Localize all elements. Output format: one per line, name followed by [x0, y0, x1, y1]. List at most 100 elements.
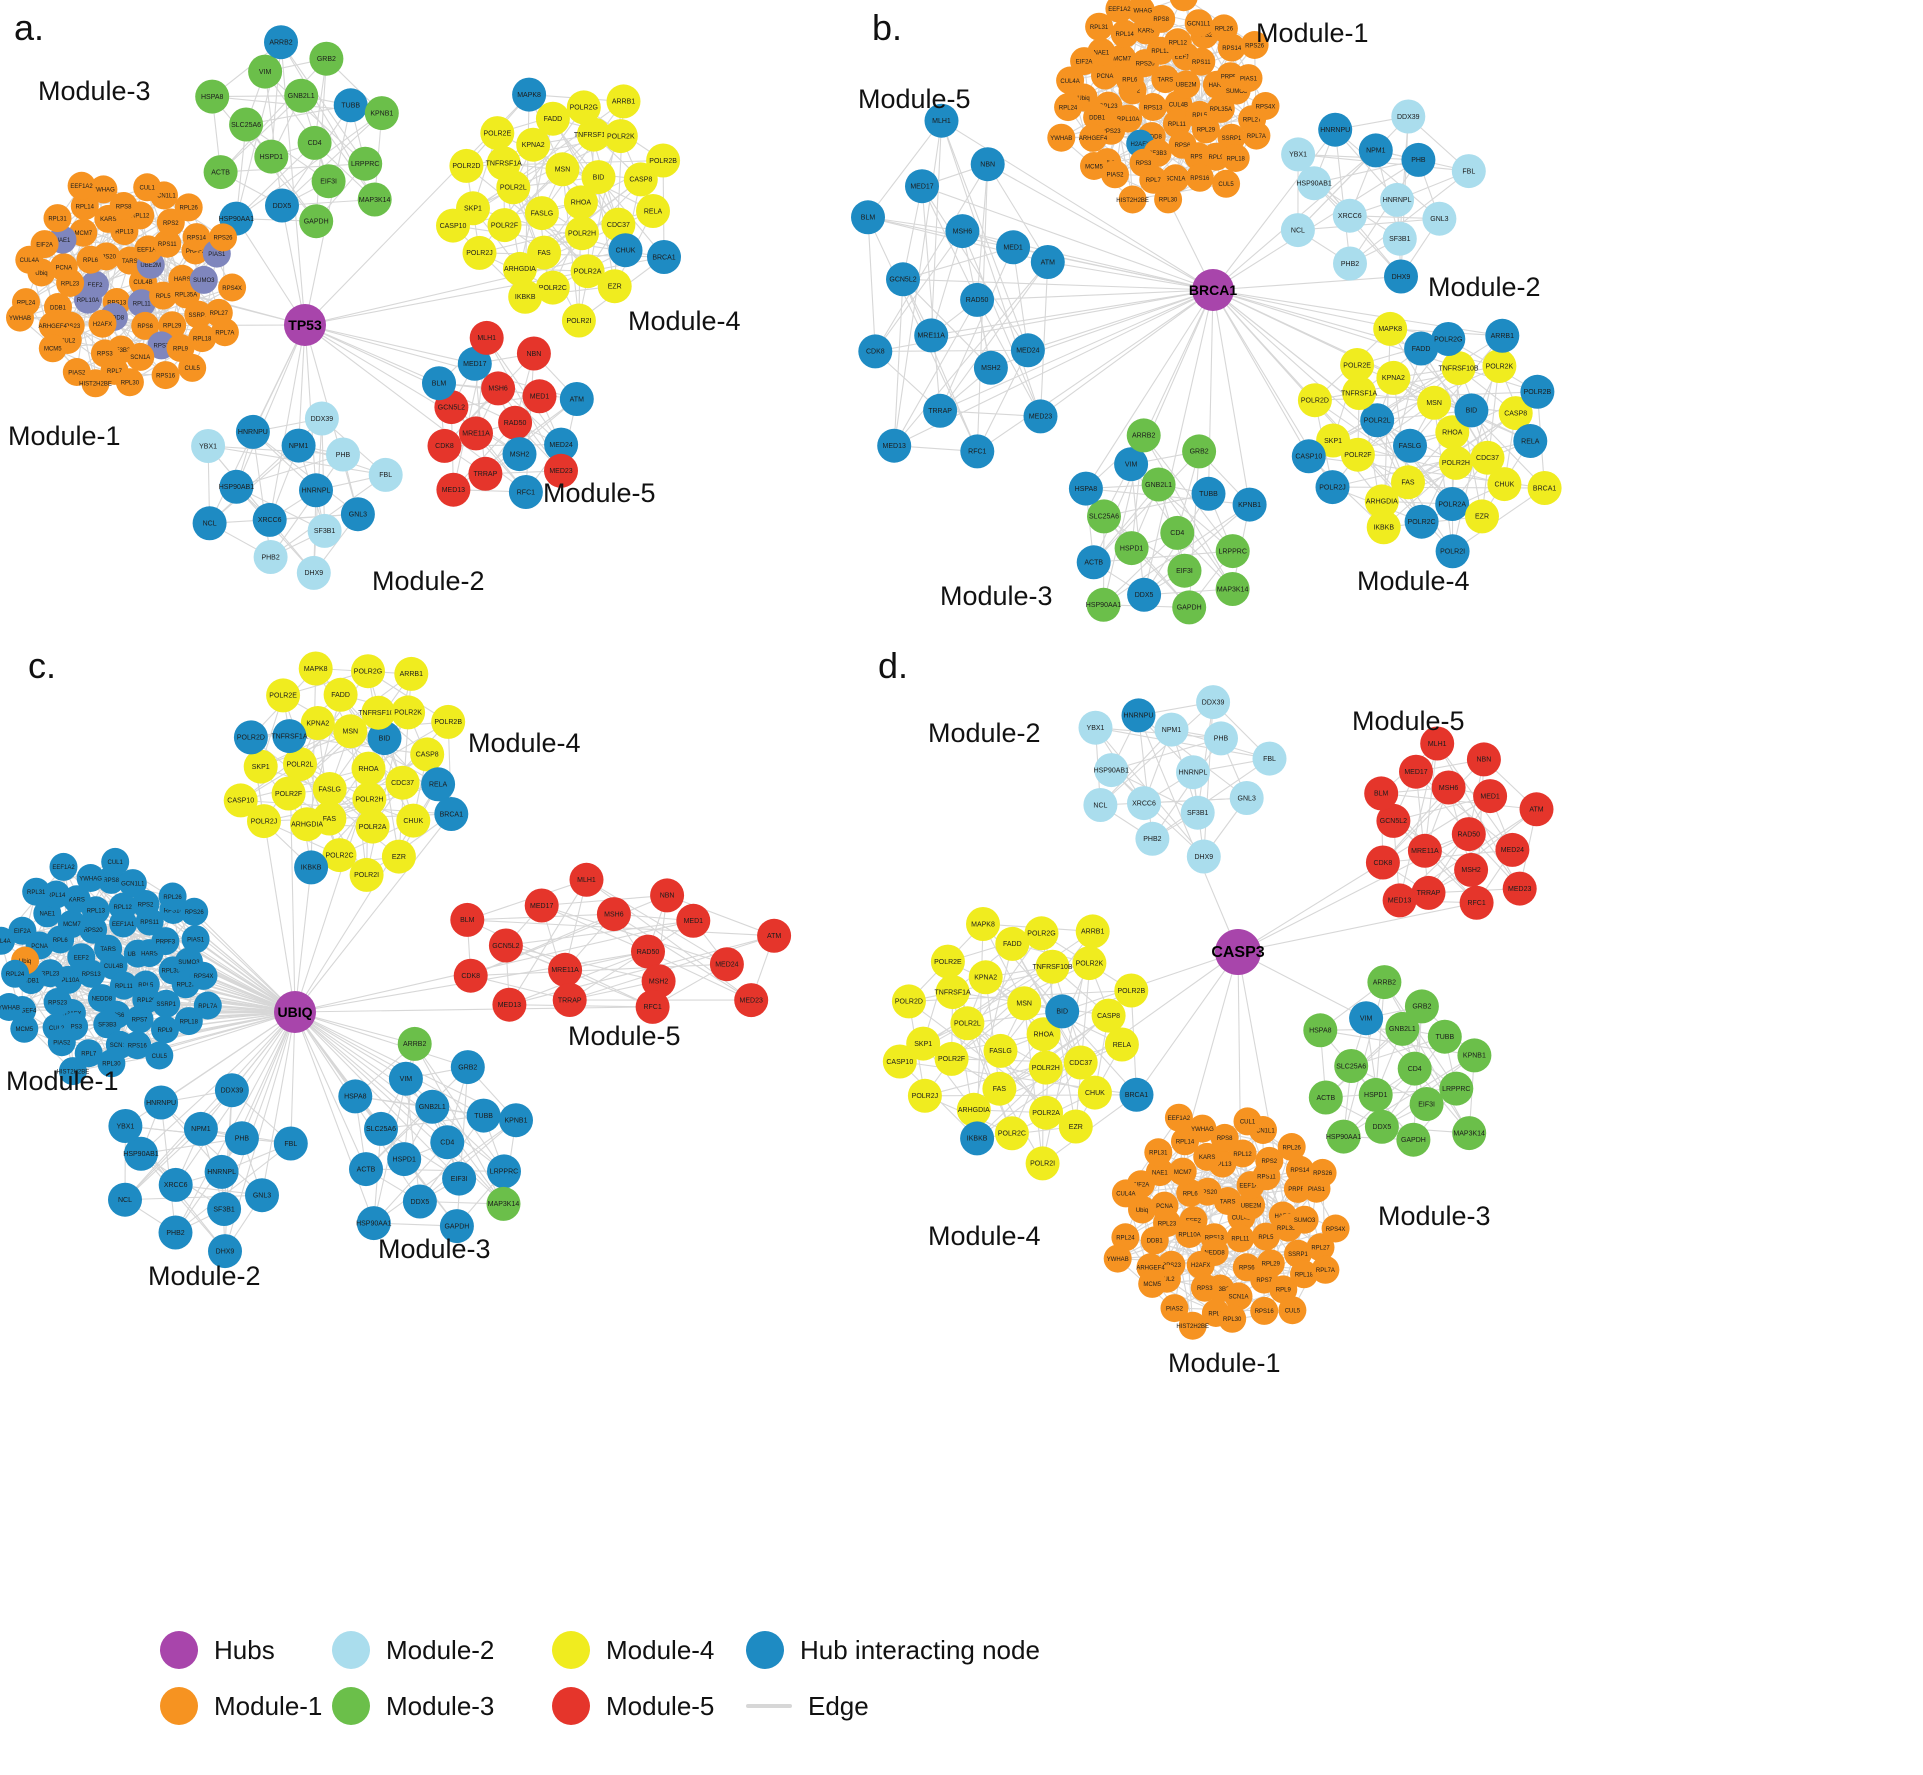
gene-node — [601, 207, 636, 242]
gene-label: CUL1 — [1176, 0, 1192, 2]
edge — [261, 1011, 296, 1196]
legend-label-hubs: Hubs — [214, 1634, 275, 1665]
gene-label: POLR2K — [394, 710, 422, 717]
gene-node — [436, 208, 470, 243]
gene-node — [284, 78, 319, 113]
gene-label: POLR2C — [1408, 519, 1436, 526]
gene-node — [1315, 470, 1350, 505]
gene-node — [245, 1178, 279, 1213]
nodes-layer: RAD50MRE11AMSH6MSH2GCN5L2MED1TRRAPMED17M… — [851, 0, 1562, 625]
gene-node — [326, 437, 360, 472]
edge — [508, 879, 587, 1005]
gene-label: RHOA — [1033, 1032, 1054, 1039]
edge — [1047, 261, 1214, 291]
gene-label: POLR2A — [1438, 501, 1466, 508]
gene-label: ARRB1 — [400, 671, 423, 678]
gene-label: GAPDH — [1401, 1137, 1426, 1144]
gene-label: RPL12 — [114, 905, 133, 911]
gene-label: RPS20 — [1136, 61, 1156, 67]
gene-node — [527, 235, 562, 270]
gene-label: TARS — [1220, 1199, 1236, 1205]
gene-label: RPS8 — [1217, 1136, 1233, 1142]
gene-label: UBE2M — [140, 263, 161, 269]
gene-label: FAS — [993, 1086, 1007, 1093]
gene-label: CUL2 — [1159, 1277, 1175, 1283]
gene-label: EEF1A1 — [137, 248, 160, 254]
gene-label: RPL29 — [163, 324, 182, 330]
edge — [1382, 759, 1485, 863]
edge — [666, 894, 775, 937]
gene-node — [1091, 998, 1126, 1033]
gene-label: MAP3K14 — [1453, 1130, 1485, 1137]
gene-node — [351, 654, 385, 689]
gene-node — [1161, 164, 1190, 193]
gene-node — [469, 320, 504, 355]
gene-label: XRCC6 — [1338, 213, 1362, 220]
edge — [1409, 335, 1503, 447]
gene-label: MED24 — [715, 962, 738, 969]
hub-label: CASP3 — [1211, 944, 1264, 961]
gene-label: VIM — [1125, 462, 1138, 469]
gene-node — [492, 987, 527, 1022]
gene-label: CHUK — [616, 248, 636, 255]
gene-node — [522, 379, 557, 414]
gene-label: POLR2A — [359, 824, 387, 831]
gene-label: EEF1A2 — [1168, 1116, 1191, 1122]
gene-label: RHOA — [1442, 430, 1463, 437]
gene-label: PHB — [336, 452, 351, 459]
gene-label: RPL6 — [53, 938, 69, 944]
gene-label: RELA — [429, 782, 448, 789]
gene-label: RPL23 — [1099, 104, 1118, 110]
gene-node — [266, 678, 301, 713]
legend-item-module4: Module-4 — [552, 1630, 746, 1670]
gene-node — [1115, 65, 1144, 94]
gene-label: DHX9 — [1392, 274, 1411, 281]
gene-label: RPS7 — [132, 1018, 148, 1024]
gene-label: YWHAG — [1191, 1127, 1214, 1133]
gene-node — [1030, 245, 1065, 279]
gene-label: SSRP1 — [1222, 136, 1242, 142]
gene-label: KARS — [1199, 1155, 1215, 1161]
gene-label: RPL18 — [193, 336, 212, 342]
gene-label: RPL9 — [173, 346, 189, 352]
module-label: Module-5 — [858, 84, 971, 114]
gene-node — [1242, 121, 1271, 150]
edge — [444, 444, 562, 447]
gene-node — [1321, 1214, 1350, 1243]
gene-label: BRCA1 — [1125, 1092, 1148, 1099]
gene-label: BRCA1 — [440, 811, 463, 818]
gene-node — [966, 907, 1000, 941]
legend-column-2: Module-2 Module-3 — [332, 1630, 552, 1726]
gene-node — [299, 204, 334, 239]
gene-label: RPL7A — [215, 331, 234, 337]
gene-label: POLR2I — [566, 318, 591, 325]
gene-label: CDC37 — [1069, 1060, 1092, 1067]
edge — [160, 1102, 177, 1233]
gene-label: POLR2J — [251, 818, 277, 825]
gene-node — [1118, 185, 1147, 214]
gene-node — [1466, 742, 1501, 777]
gene-label: RPL11 — [115, 984, 134, 990]
gene-label: FBL — [1462, 168, 1475, 175]
gene-label: CUL4A — [0, 939, 11, 945]
gene-node — [1303, 1013, 1338, 1048]
gene-node — [1126, 418, 1161, 453]
gene-label: MAP3K14 — [359, 197, 391, 204]
gene-label: DDX5 — [273, 203, 292, 210]
gene-label: RPS26 — [185, 910, 205, 916]
edge — [902, 278, 1214, 291]
gene-node — [1111, 1179, 1140, 1208]
gene-node — [1075, 914, 1110, 949]
module-label: Module-4 — [628, 306, 741, 336]
gene-node — [1519, 792, 1554, 827]
gene-label: GNB2L1 — [1389, 1026, 1416, 1033]
gene-label: RPL27 — [177, 983, 196, 989]
edge — [586, 879, 728, 965]
gene-node — [1091, 61, 1119, 90]
gene-label: RPL24 — [1116, 1236, 1135, 1242]
gene-label: EZR — [392, 854, 406, 861]
gene-node — [1047, 123, 1076, 152]
gene-label: EZR — [1475, 514, 1489, 521]
edge — [175, 1011, 296, 1233]
edge — [939, 289, 1214, 412]
